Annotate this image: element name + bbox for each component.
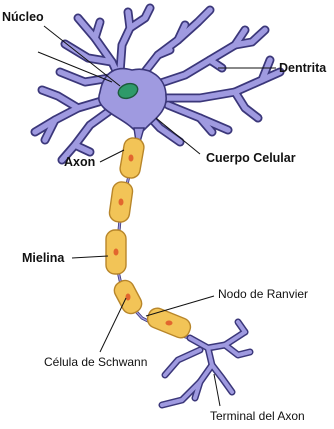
leader-line-cell-body	[156, 118, 200, 154]
leader-line-myelin	[72, 256, 108, 258]
label-nucleus: Núcleo	[2, 10, 44, 24]
schwann-nucleus	[126, 294, 131, 301]
label-axon-terminal: Terminal del Axon	[210, 409, 305, 423]
label-schwann-cell: Célula de Schwann	[44, 355, 147, 369]
schwann-nucleus	[119, 199, 124, 206]
label-dendrite: Dentrita	[279, 61, 327, 75]
labels: Núcleo Dentrita Axon Cuerpo Celular Miel…	[2, 10, 327, 423]
schwann-nucleus	[129, 155, 134, 162]
leader-line-node-of-ranvier	[146, 296, 214, 316]
label-myelin: Mielina	[22, 251, 65, 265]
myelin-sheath	[106, 137, 193, 341]
leader-line-schwann-cell	[100, 298, 126, 352]
label-axon: Axon	[64, 155, 95, 169]
label-cell-body: Cuerpo Celular	[206, 151, 296, 165]
schwann-nucleus	[114, 249, 119, 256]
label-node-of-ranvier: Nodo de Ranvier	[218, 287, 308, 301]
schwann-nucleus	[166, 321, 173, 326]
leader-line-axon	[100, 150, 124, 162]
